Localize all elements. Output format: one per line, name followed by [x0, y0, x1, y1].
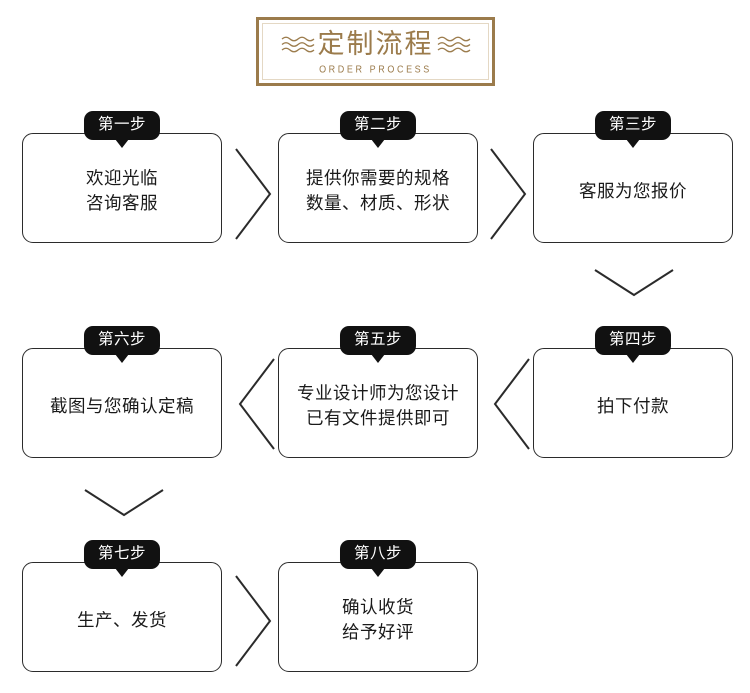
- page-subtitle: ORDER PROCESS: [319, 63, 432, 75]
- step-box-8: 第八步 确认收货 给予好评: [278, 540, 478, 672]
- step-badge-1: 第一步: [83, 111, 161, 140]
- header-banner-inner-frame: 定制流程 ORDER PROCESS: [262, 23, 489, 80]
- wave-right-icon: [437, 34, 471, 55]
- step-badge-5: 第五步: [339, 326, 417, 355]
- header-banner: 定制流程 ORDER PROCESS: [256, 17, 495, 86]
- chevron-right-step1-step2: [232, 145, 278, 243]
- step-text-1: 欢迎光临 咨询客服: [86, 169, 158, 214]
- chevron-left-step4-step5: [487, 355, 533, 453]
- chevron-down-step6-step7: [82, 486, 166, 520]
- step-badge-2: 第二步: [339, 111, 417, 140]
- step-text-7: 生产、发货: [77, 610, 167, 631]
- step-text-8: 确认收货 给予好评: [342, 598, 414, 643]
- step-text-6: 截图与您确认定稿: [50, 396, 194, 417]
- step-badge-4: 第四步: [594, 326, 672, 355]
- step-text-4: 拍下付款: [597, 396, 669, 417]
- step-badge-3: 第三步: [594, 111, 672, 140]
- chevron-down-step3-step4: [592, 266, 676, 300]
- step-box-6: 第六步 截图与您确认定稿: [22, 326, 222, 458]
- header-banner-title-row: 定制流程: [281, 31, 471, 58]
- step-badge-6: 第六步: [83, 326, 161, 355]
- step-text-5: 专业设计师为您设计 已有文件提供即可: [297, 384, 459, 429]
- page-title: 定制流程: [317, 29, 434, 60]
- step-badge-7: 第七步: [83, 540, 161, 569]
- step-box-3: 第三步 客服为您报价: [533, 111, 733, 243]
- chevron-right-step2-step3: [487, 145, 533, 243]
- step-box-7: 第七步 生产、发货: [22, 540, 222, 672]
- step-box-1: 第一步 欢迎光临 咨询客服: [22, 111, 222, 243]
- step-text-2: 提供你需要的规格 数量、材质、形状: [306, 169, 450, 214]
- chevron-left-step5-step6: [232, 355, 278, 453]
- step-badge-8: 第八步: [339, 540, 417, 569]
- step-box-5: 第五步 专业设计师为您设计 已有文件提供即可: [278, 326, 478, 458]
- wave-left-icon: [281, 34, 315, 55]
- step-box-2: 第二步 提供你需要的规格 数量、材质、形状: [278, 111, 478, 243]
- step-box-4: 第四步 拍下付款: [533, 326, 733, 458]
- chevron-right-step7-step8: [232, 572, 278, 670]
- step-text-3: 客服为您报价: [579, 181, 687, 202]
